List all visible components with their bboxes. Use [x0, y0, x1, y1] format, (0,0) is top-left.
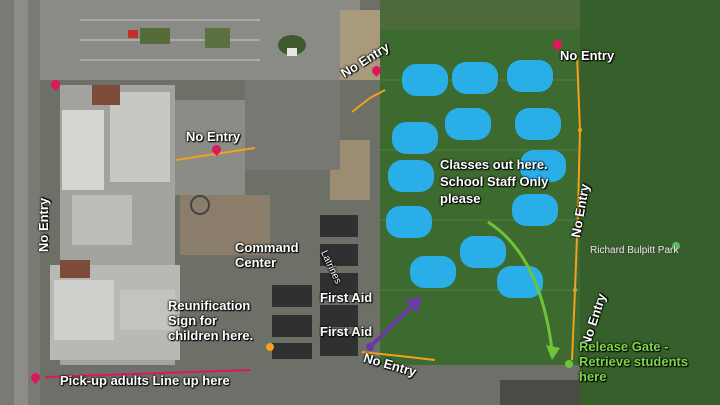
- command-center-label: Command Center: [235, 240, 299, 270]
- class-area: [460, 236, 506, 268]
- class-area: [402, 64, 448, 96]
- class-area: [386, 206, 432, 238]
- no-entry-label: No Entry: [186, 129, 241, 144]
- purple-arrow: [370, 302, 416, 347]
- class-area: [388, 160, 434, 192]
- class-area: [410, 256, 456, 288]
- release-gate-label: Release Gate - Retrieve students here: [579, 339, 689, 384]
- class-area: [512, 194, 558, 226]
- class-area: [515, 108, 561, 140]
- pickup-label: Pick-up adults Line up here: [60, 373, 230, 388]
- no-entry-line-top: [351, 89, 386, 113]
- release-gate-marker: [565, 360, 573, 368]
- first-aid-label: First Aid: [320, 324, 373, 339]
- no-entry-label: No Entry: [36, 197, 51, 252]
- class-area: [520, 150, 566, 182]
- no-entry-label: No Entry: [560, 48, 615, 63]
- first-aid-label: First Aid: [320, 290, 373, 305]
- class-area: [452, 62, 498, 94]
- green-arrow: [487, 220, 554, 351]
- no-entry-line-bottom: [361, 351, 436, 361]
- reunification-marker: [266, 343, 274, 351]
- pickup-line: [44, 369, 251, 378]
- class-area: [392, 122, 438, 154]
- class-assembly-areas: [386, 60, 566, 298]
- park-name-label: Richard Bulpitt Park: [590, 245, 679, 256]
- class-area: [445, 108, 491, 140]
- reunification-label: Reunification Sign for children here.: [168, 298, 254, 343]
- classes-out-label: Classes out here. School Staff Only plea…: [440, 157, 549, 206]
- class-area: [507, 60, 553, 92]
